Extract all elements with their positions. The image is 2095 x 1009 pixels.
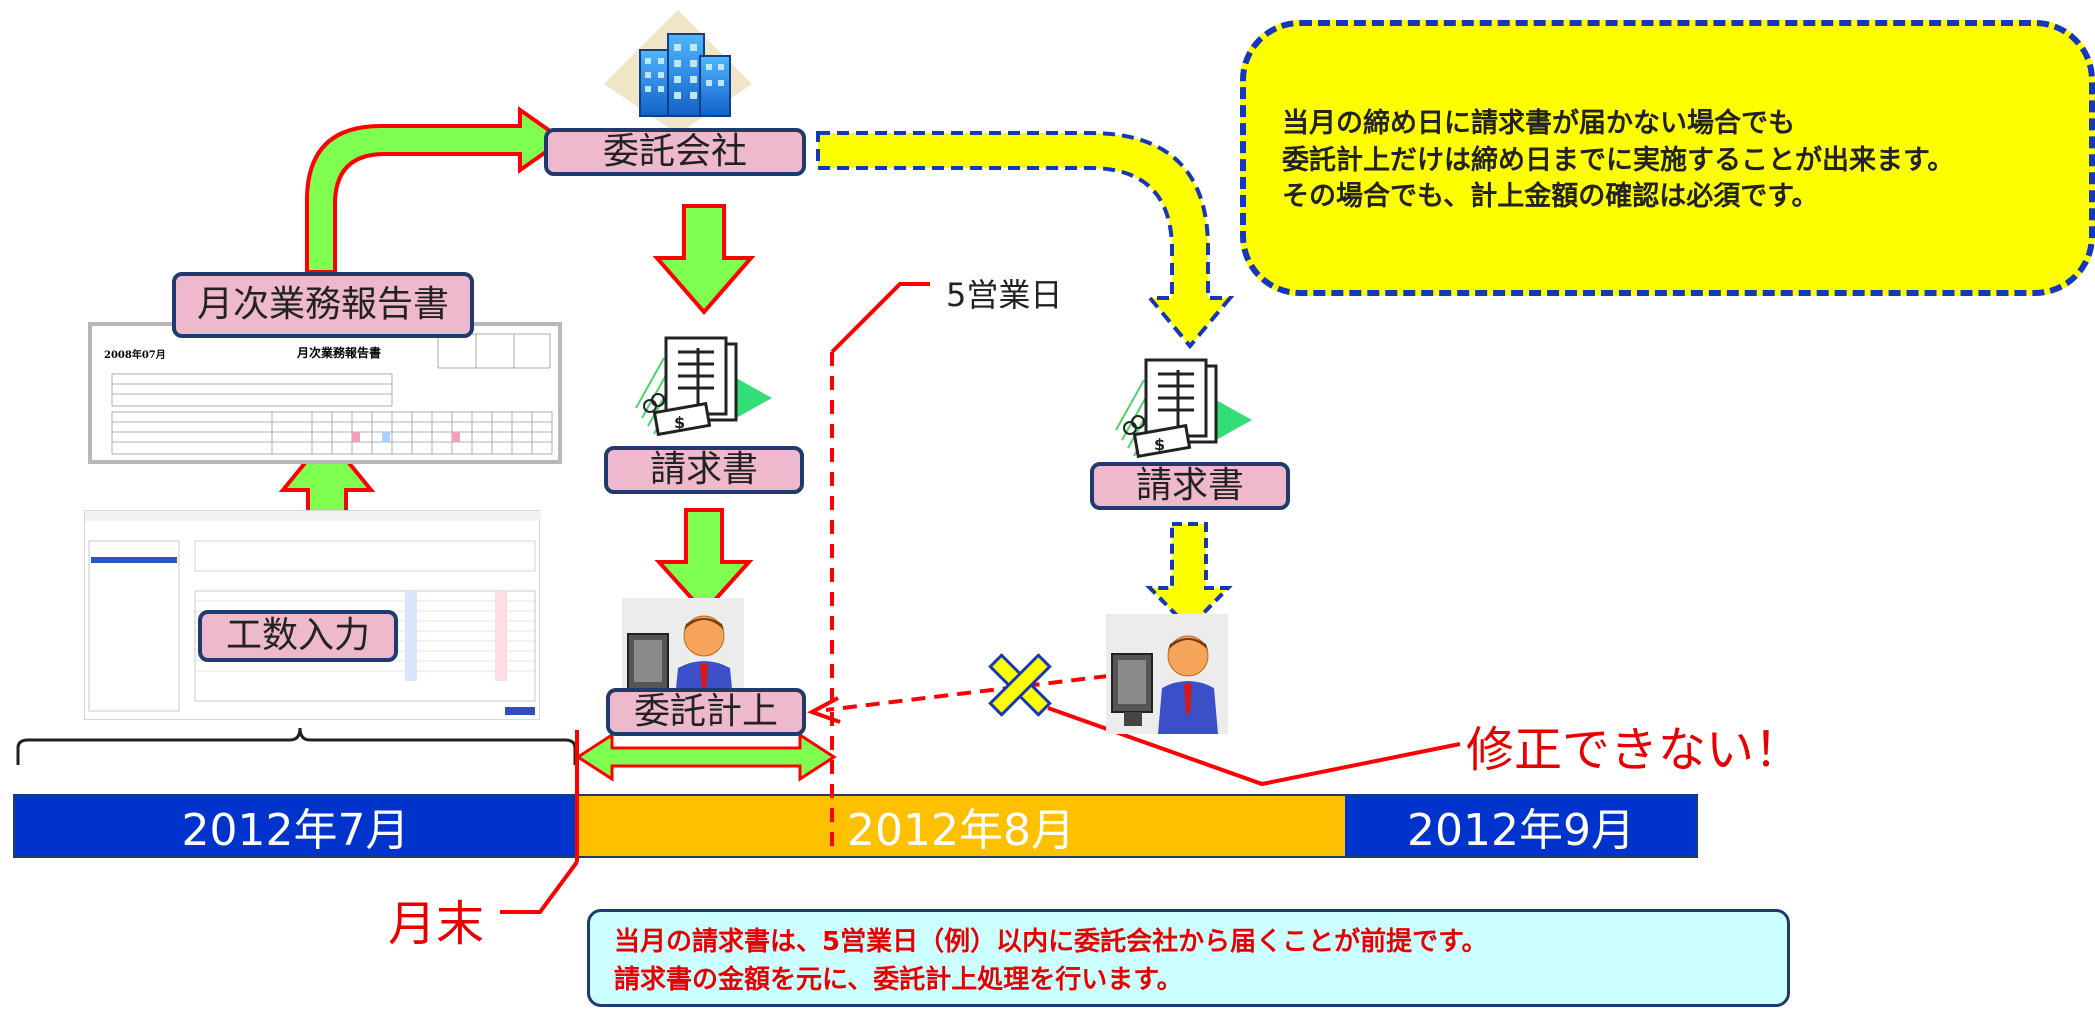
monthly-report-thumbnail: 2008年07月 月次業務報告書 — [88, 322, 562, 464]
invoice-document-icon-right: $ — [1115, 358, 1252, 459]
report-thumb-title: 月次業務報告書 — [297, 346, 382, 360]
timeline-july-bar — [14, 795, 577, 857]
report-thumb-date: 2008年07月 — [104, 350, 166, 361]
cross-mark-icon — [988, 653, 1052, 717]
timeline-september-bar — [1345, 795, 1697, 857]
timeline-august-bar — [577, 795, 1345, 857]
right-invoice-to-person-arrow — [1145, 522, 1233, 631]
period-double-arrow — [575, 732, 837, 782]
five-day-pointer — [830, 282, 930, 354]
building-icon — [604, 10, 752, 134]
outsourcing-posting-label: 委託計上 — [606, 688, 806, 736]
blocked-correction-arrow — [807, 674, 1109, 724]
monthly-report-label: 月次業務報告書 — [172, 272, 474, 338]
svg-text:$: $ — [674, 413, 685, 432]
july-bracket — [16, 727, 577, 765]
month-july: 2012年7月 — [181, 805, 410, 856]
person-computer-icon-right — [1106, 614, 1228, 734]
invoice-label: 請求書 — [604, 446, 804, 494]
svg-text:$: $ — [1154, 435, 1165, 454]
note-line: 請求書の金額を元に、委託計上処理を行います。 — [614, 964, 1183, 995]
month-august: 2012年8月 — [847, 805, 1075, 856]
company-to-invoice-arrow — [652, 204, 756, 316]
note-line: その場合でも、計上金額の確認は必須です。 — [1282, 181, 1819, 213]
cannot-fix-label: 修正できない！ — [1466, 722, 1803, 778]
month-end-label: 月末 — [388, 896, 485, 952]
report-to-company-arrow — [305, 106, 567, 274]
note-line: 委託計上だけは締め日までに実施することが出来ます。 — [1282, 144, 1955, 176]
outsourcing-company-label: 委託会社 — [544, 128, 806, 176]
work-hours-input-label: 工数入力 — [198, 610, 398, 662]
five-business-days-label: 5営業日 — [946, 276, 1063, 314]
invoice-to-person-arrow — [654, 508, 754, 615]
invoice-premise-note: 当月の請求書は、5営業日（例）以内に委託会社から届くことが前提です。 請求書の金… — [587, 909, 1790, 1007]
invoice-label-right: 請求書 — [1090, 462, 1290, 510]
note-line: 当月の請求書は、5営業日（例）以内に委託会社から届くことが前提です。 — [614, 927, 1488, 957]
invoice-document-icon: $ — [635, 336, 772, 437]
note-line: 当月の締め日に請求書が届かない場合でも — [1282, 108, 1795, 139]
month-september: 2012年9月 — [1407, 805, 1635, 856]
company-to-right-invoice-arrow — [816, 131, 1235, 350]
early-posting-note: 当月の締め日に請求書が届かない場合でも 委託計上だけは締め日までに実施することが… — [1240, 20, 2095, 296]
